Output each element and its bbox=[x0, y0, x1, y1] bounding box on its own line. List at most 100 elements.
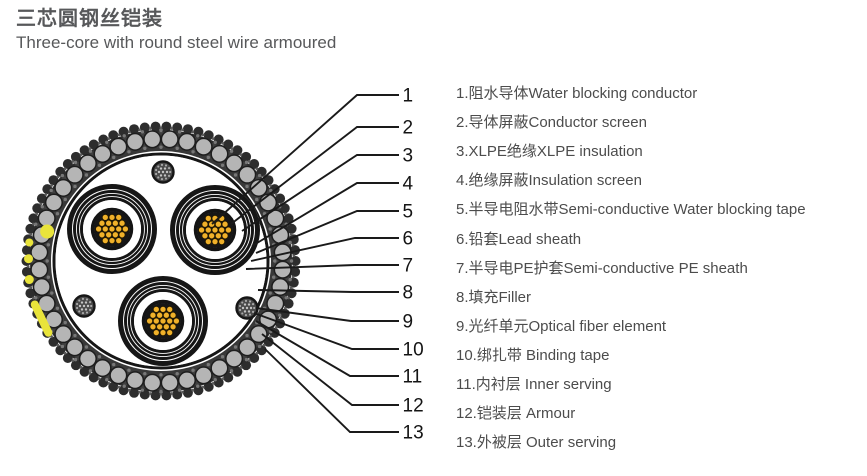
armour-wire bbox=[93, 144, 112, 163]
outer-serving-bump bbox=[283, 213, 294, 224]
armour-wire bbox=[109, 366, 128, 385]
conductor-strand bbox=[152, 305, 160, 313]
outer-serving-speckle bbox=[148, 392, 152, 395]
outer-serving-bump bbox=[232, 366, 243, 377]
outer-serving-speckle bbox=[97, 377, 101, 381]
core bbox=[67, 184, 157, 274]
outer-serving-bump bbox=[88, 372, 99, 383]
outer-serving-speckle bbox=[291, 243, 295, 247]
armour-dot bbox=[88, 369, 93, 373]
armour-dot bbox=[60, 344, 65, 349]
outer-serving-speckle bbox=[255, 167, 259, 171]
conductor-strand bbox=[111, 231, 119, 239]
conductor-strand bbox=[169, 323, 177, 331]
outer-serving-speckle bbox=[138, 128, 142, 132]
armour-dot bbox=[60, 173, 65, 178]
conductor-strand bbox=[224, 226, 232, 234]
fiber-dot bbox=[80, 301, 84, 304]
core bbox=[170, 185, 260, 275]
outer-serving-bump bbox=[108, 130, 119, 141]
fiber-dot bbox=[251, 310, 255, 313]
outer-serving-speckle bbox=[63, 351, 67, 355]
outer-serving-speckle bbox=[230, 147, 234, 150]
armour-wire bbox=[177, 371, 196, 390]
outer-serving-speckle bbox=[269, 335, 272, 338]
binding-dot bbox=[84, 173, 89, 177]
conductor-strand bbox=[159, 329, 167, 337]
outer-serving-speckle bbox=[31, 296, 35, 300]
binding-dot bbox=[127, 150, 131, 154]
outer-serving-speckle bbox=[127, 388, 131, 392]
armour-dot bbox=[229, 369, 234, 373]
callout-number-8: 8 bbox=[403, 283, 414, 304]
binding-dot bbox=[55, 212, 60, 216]
outer-serving-bump bbox=[139, 122, 150, 133]
conductor-strand bbox=[172, 317, 180, 325]
binding-dot bbox=[143, 371, 147, 376]
callout-number-7: 7 bbox=[403, 256, 414, 277]
outer-serving-speckle bbox=[79, 153, 83, 157]
fiber-dot bbox=[243, 303, 247, 306]
armour-dot bbox=[122, 384, 126, 388]
semi-conductive-pe-sheath bbox=[118, 276, 208, 366]
callout-line-13 bbox=[264, 348, 399, 433]
legend-item-5: 5.半导电阻水带Semi-conductive Water blocking t… bbox=[456, 201, 806, 219]
conductor-strand bbox=[221, 220, 229, 228]
outer-serving-speckle bbox=[107, 381, 111, 385]
outer-serving-speckle bbox=[56, 175, 60, 179]
armour-wire bbox=[65, 165, 84, 184]
armour-wire bbox=[259, 193, 278, 212]
binding-dot bbox=[112, 155, 116, 160]
fiber-dot bbox=[247, 303, 251, 306]
conductor-strand bbox=[101, 225, 109, 233]
callout-line-2 bbox=[230, 126, 399, 225]
callout-number-3: 3 bbox=[403, 146, 414, 167]
fiber-dot bbox=[163, 167, 167, 170]
fiber-dot bbox=[241, 306, 245, 310]
binding-dot bbox=[255, 197, 259, 202]
armour-wire bbox=[78, 154, 97, 173]
binding-dot bbox=[206, 362, 210, 367]
outer-serving-speckle bbox=[292, 254, 296, 258]
outer-serving-speckle bbox=[107, 137, 111, 141]
binding-dot bbox=[55, 306, 60, 310]
fiber-dot bbox=[159, 174, 163, 177]
outer-serving-speckle bbox=[159, 126, 163, 130]
binding-dot bbox=[271, 275, 276, 279]
outer-serving-bump bbox=[232, 145, 243, 156]
outer-serving-bump bbox=[193, 385, 204, 396]
legend-item-2: 2.导体屏蔽Conductor screen bbox=[456, 114, 647, 132]
armour-dot bbox=[105, 378, 109, 382]
armour-dot bbox=[288, 277, 292, 282]
lead-sheath bbox=[176, 191, 254, 269]
outer-serving-speckle bbox=[39, 202, 43, 206]
armour-wire bbox=[30, 243, 49, 262]
armour-wire bbox=[32, 277, 51, 296]
outer-serving-bump bbox=[21, 266, 32, 277]
armour-wire bbox=[37, 209, 56, 228]
outer-serving-bump bbox=[203, 130, 214, 141]
outer-serving-bump bbox=[118, 126, 129, 137]
conductor-strand bbox=[221, 232, 229, 240]
conductor-strand bbox=[98, 219, 106, 227]
binding-dot bbox=[273, 259, 277, 263]
legend-item-4: 4.绝缘屏蔽Insulation screen bbox=[456, 172, 642, 190]
outer-serving-speckle bbox=[274, 193, 278, 196]
fiber-dot bbox=[169, 170, 172, 174]
armour-wire bbox=[109, 137, 128, 156]
armour-dot bbox=[73, 357, 78, 362]
legend-item-10: 10.绑扎带 Binding tape bbox=[456, 346, 610, 364]
legend-item-9: 9.光纤单元Optical fiber element bbox=[456, 317, 667, 335]
outer-serving-bump bbox=[25, 288, 36, 299]
conductor-strand bbox=[204, 238, 212, 246]
armour-wire bbox=[225, 154, 244, 173]
outer-serving-bump bbox=[279, 203, 290, 214]
conductor-strand bbox=[156, 311, 164, 319]
fiber-dot bbox=[81, 312, 85, 315]
header: 三芯圆钢丝铠装 Three-core with round steel wire… bbox=[16, 7, 336, 53]
conductor-strand bbox=[162, 323, 170, 331]
outer-serving-bump bbox=[129, 387, 140, 398]
insulation-screen bbox=[131, 289, 195, 353]
outer-serving-speckle bbox=[289, 232, 293, 236]
outer-serving-speckle bbox=[29, 232, 33, 236]
